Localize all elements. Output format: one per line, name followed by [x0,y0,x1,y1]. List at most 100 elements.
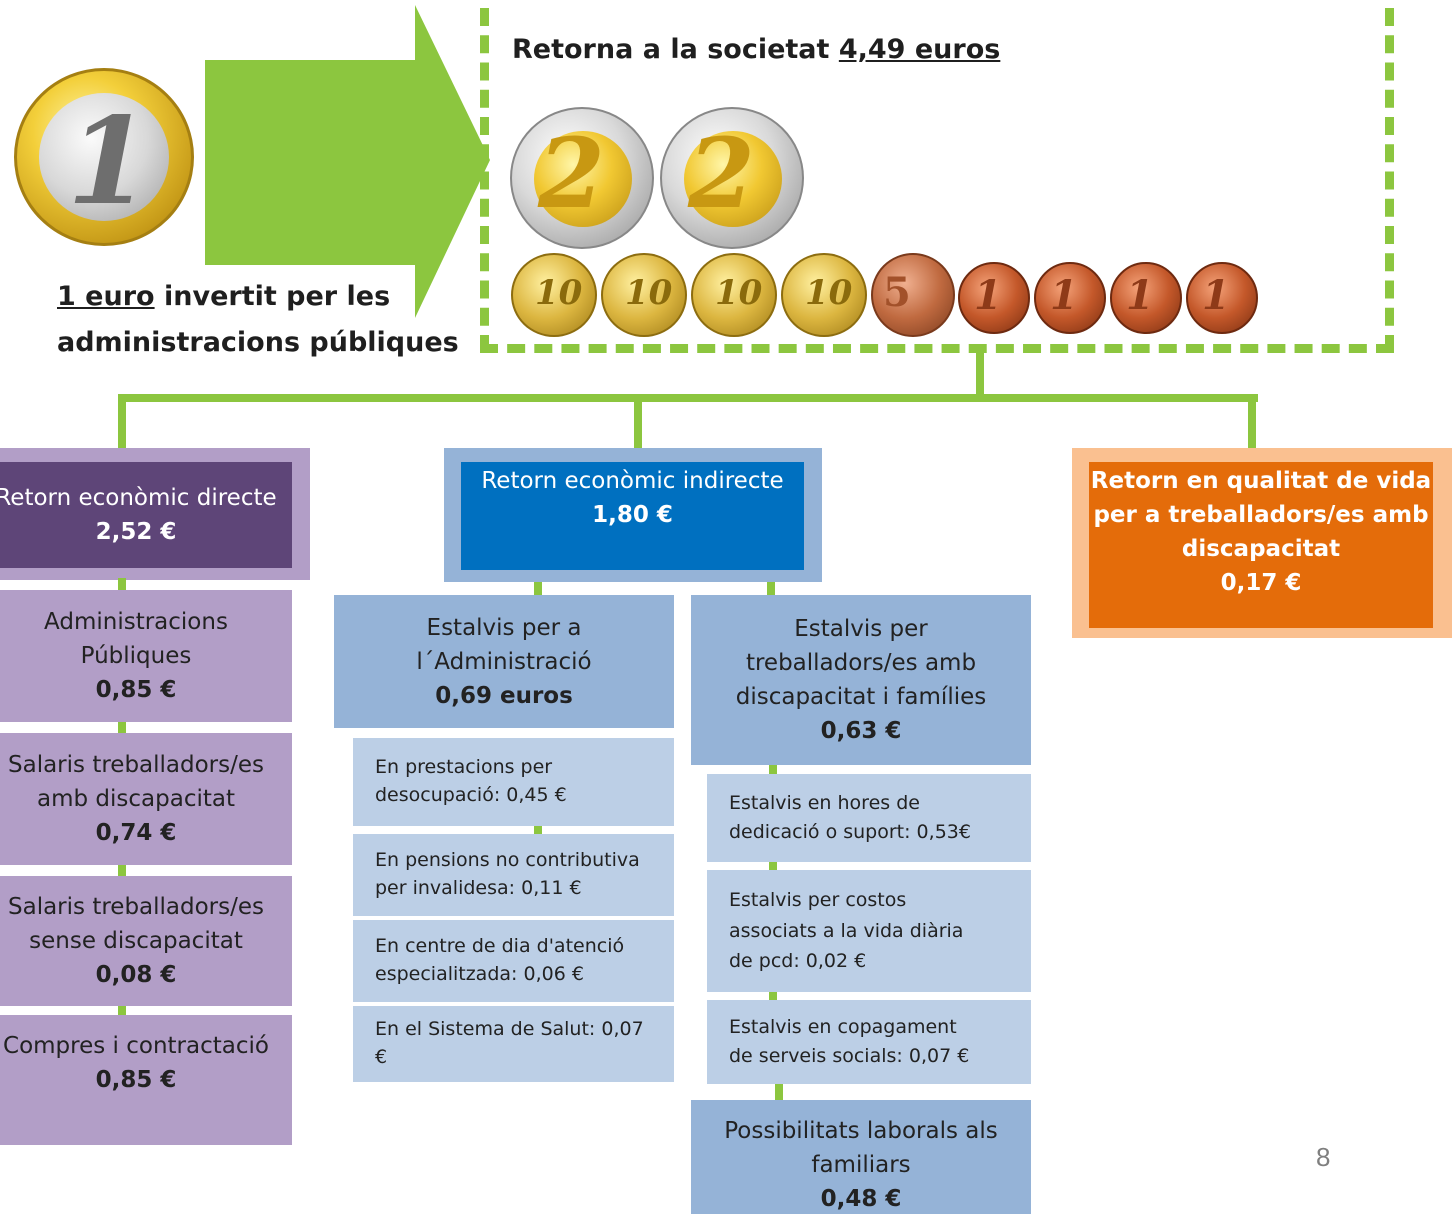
connector-direct [118,865,126,877]
direct-item-line: Salaris treballadors/es [8,894,264,920]
two-euro-label: 2 [688,117,755,230]
investment-caption: 1 euro invertit per les administracions … [57,274,459,366]
ten-cent-label: 10 [715,273,763,313]
family-item-line: dedicació o suport: 0,53€ [729,821,971,843]
family-item-daily-costs: Estalvis per costos associats a la vida d… [707,870,1031,992]
connector-stem [976,352,984,402]
family-item-line: de serveis socials: 0,07 € [729,1045,970,1067]
quality-return-line: discapacitat [1181,536,1341,562]
return-amount: 4,49 euros [838,34,1001,65]
direct-item-line: Administracions [44,609,228,635]
quality-return-box: Retorn en qualitat de vida per a treball… [1089,462,1433,628]
two-euro-label: 2 [538,117,605,230]
connector-horizontal [118,394,1258,402]
return-caption: Retorna a la societat 4,49 euros [512,34,1000,65]
labor-line: Possibilitats laborals als [724,1118,998,1144]
connector-family [769,862,777,870]
one-cent-label: 1 [1050,272,1078,319]
connector-indirect-right [767,582,775,596]
five-cent-label: 5 [883,269,911,316]
return-prefix: Retorna a la societat [512,34,839,65]
connector-indirect-left [534,582,542,596]
family-item-line: Estalvis per costos [729,889,907,912]
connector-admin [534,826,542,834]
investment-amount: 1 euro [57,281,155,312]
family-item-line: associats a la vida diària [729,919,964,942]
direct-item-salaries-disabled: Salaris treballadors/es amb discapacitat… [0,733,292,865]
direct-item-value: 0,85 € [95,1067,177,1093]
direct-item-purchases: Compres i contractació 0,85 € [0,1015,292,1145]
connector-direct [118,1006,126,1016]
admin-item-line: € [375,1046,388,1068]
admin-savings-value: 0,69 euros [435,682,573,709]
admin-savings-box: Estalvis per a l´Administració 0,69 euro… [334,595,674,728]
family-savings-line: treballadors/es amb [745,650,977,676]
ten-cent-coin-icon: 10 [781,253,867,337]
admin-item-daycenter: En centre de dia d'atenció especialitzada… [353,920,674,1002]
indirect-return-value: 1,80 € [592,502,673,528]
family-item-line: de pcd: 0,02 € [729,950,867,973]
two-euro-coin-icon: 2 [660,107,804,249]
five-cent-coin-icon: 5 [871,253,955,337]
labor-possibilities-box: Possibilitats laborals als familiars 0,4… [691,1100,1031,1214]
one-euro-coin-label: 1 [67,91,151,232]
one-cent-label: 1 [974,272,1002,319]
quality-return-line: per a treballadors/es amb [1093,502,1429,528]
direct-item-line: Compres i contractació [3,1033,269,1059]
return-dashed-box [480,8,1394,353]
ten-cent-label: 10 [625,273,673,313]
admin-item-line: En el Sistema de Salut: 0,07 [375,1018,644,1041]
direct-item-value: 0,08 € [95,962,177,988]
investment-line2: administracions públiques [57,327,459,358]
one-cent-coin-icon: 1 [1110,262,1182,334]
one-cent-coin-icon: 1 [1034,262,1106,334]
ten-cent-coin-icon: 10 [511,253,597,337]
admin-item-health: En el Sistema de Salut: 0,07 € [353,1006,674,1082]
direct-return-title: Retorn econòmic directe [0,485,277,511]
connector-direct [118,578,126,592]
direct-item-line: amb discapacitat [37,786,235,812]
page-number: 8 [1316,1142,1331,1172]
direct-item-line: sense discapacitat [29,928,243,954]
admin-item-line: especialitzada: 0,06 € [375,963,584,985]
quality-return-line: Retorn en qualitat de vida [1090,468,1432,494]
direct-item-line: Públiques [80,643,192,669]
family-savings-box: Estalvis per treballadors/es amb discapa… [691,595,1031,765]
ten-cent-coin-icon: 10 [691,253,777,337]
quality-return-value: 0,17 € [1220,570,1302,596]
family-item-copayment: Estalvis en copagament de serveis socials… [707,1000,1031,1084]
connector-drop-left [118,394,126,452]
connector-drop-middle [634,394,642,452]
connector-drop-right [1248,394,1256,450]
indirect-return-box: Retorn econòmic indirecte 1,80 € [461,462,804,570]
ten-cent-label: 10 [805,273,853,313]
admin-item-line: En pensions no contributiva [375,849,640,872]
admin-item-unemployment: En prestacions per desocupació: 0,45 € [353,738,674,826]
admin-item-line: per invalidesa: 0,11 € [375,877,582,899]
family-item-line: Estalvis en copagament [729,1015,957,1038]
admin-savings-line: Estalvis per a [426,614,582,641]
labor-line: familiars [811,1152,911,1178]
one-euro-coin-icon: 1 [14,68,194,246]
one-cent-label: 1 [1126,272,1154,319]
family-savings-line: Estalvis per [794,616,928,642]
family-savings-value: 0,63 € [820,718,902,744]
family-item-line: Estalvis en hores de [729,791,920,814]
direct-return-box: Retorn econòmic directe 2,52 € [0,462,292,568]
admin-savings-line: l´Administració [416,648,592,675]
one-cent-label: 1 [1202,272,1230,319]
direct-item-line: Salaris treballadors/es [8,752,264,778]
admin-item-line: En centre de dia d'atenció [375,935,625,958]
admin-item-line: desocupació: 0,45 € [375,784,567,806]
direct-return-value: 2,52 € [95,519,177,545]
admin-item-line: En prestacions per [375,756,553,779]
direct-item-salaries-nondisabled: Salaris treballadors/es sense discapacit… [0,876,292,1006]
direct-item-value: 0,85 € [95,677,177,703]
family-item-hours: Estalvis en hores de dedicació o suport: … [707,774,1031,862]
one-cent-coin-icon: 1 [958,262,1030,334]
family-savings-line: discapacitat i famílies [735,684,987,710]
direct-item-value: 0,74 € [95,820,177,846]
connector-direct [118,722,126,734]
ten-cent-coin-icon: 10 [601,253,687,337]
connector-family [769,765,777,775]
